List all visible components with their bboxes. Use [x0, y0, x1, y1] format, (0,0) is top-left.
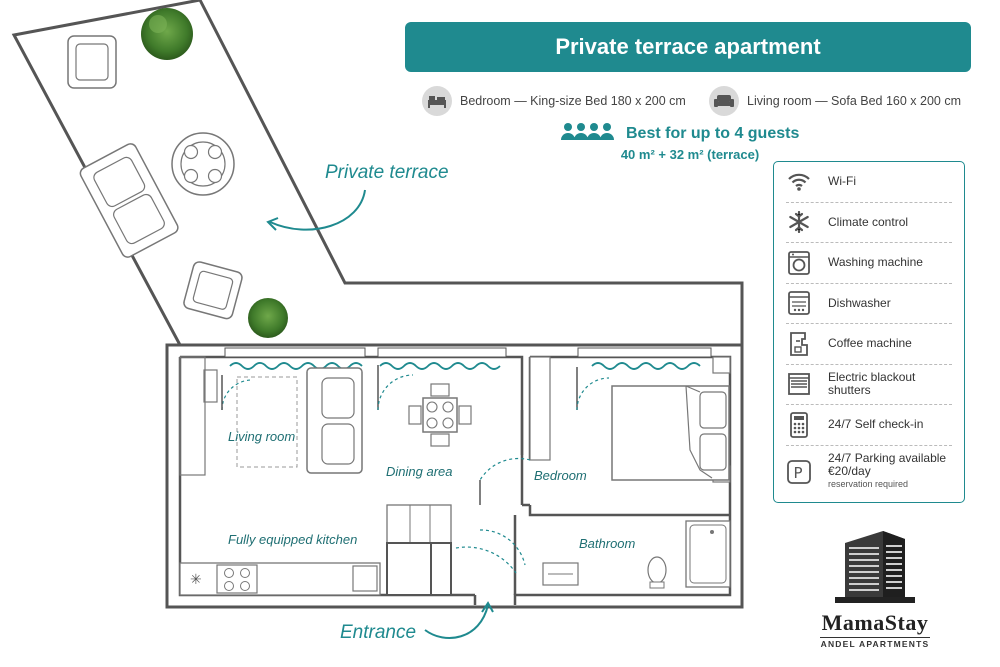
washing-machine-icon [786, 250, 812, 276]
area-text: 40 m² + 32 m² (terrace) [620, 147, 760, 162]
bedroom-bed-text: Bedroom — King-size Bed 180 x 200 cm [460, 94, 686, 108]
terrace-armchair [67, 35, 117, 89]
title-banner: Private terrace apartment [405, 22, 971, 72]
living-bed-info: Living room — Sofa Bed 160 x 200 cm [709, 86, 961, 116]
amenities-panel: Wi-Fi Climate control Washing machine Di… [773, 161, 965, 503]
sofa-icon [709, 86, 739, 116]
amenity-checkin: 24/7 Self check-in [786, 405, 952, 446]
terrace-sofa [79, 143, 179, 258]
living-room-label: Living room [228, 429, 296, 444]
kitchen-label: Fully equipped kitchen [228, 532, 358, 547]
amenity-label: 24/7 Self check-in [828, 417, 924, 432]
living-sofa [306, 367, 363, 474]
plant-top [141, 8, 193, 60]
people-icon [560, 122, 616, 145]
snowflake-icon [786, 209, 812, 235]
bathroom-fixtures [542, 520, 731, 589]
bedroom-label: Bedroom [534, 468, 587, 483]
amenity-label: Dishwasher [828, 295, 891, 310]
terrace-label: Private terrace [325, 162, 449, 183]
logo-name: MamaStay [821, 610, 929, 635]
logo-subtitle: ANDEL APARTMENTS [820, 637, 930, 649]
amenity-label: Coffee machine [828, 336, 912, 351]
keypad-icon [786, 411, 812, 438]
bedroom-bed-info: Bedroom — King-size Bed 180 x 200 cm [422, 86, 686, 116]
amenity-coffee: Coffee machine [786, 324, 952, 365]
parking-icon: P [786, 459, 812, 485]
dining-table-set [408, 383, 472, 447]
dining-area-label: Dining area [386, 464, 453, 479]
amenity-dishwasher: Dishwasher [786, 284, 952, 324]
entrance-arrow [424, 604, 489, 639]
page-title: Private terrace apartment [555, 34, 821, 59]
terrace-armchair-2 [183, 261, 243, 320]
windows [224, 347, 712, 370]
bed-icon [422, 86, 452, 116]
svg-text:✳: ✳ [190, 572, 202, 588]
amenity-climate: Climate control [786, 203, 952, 243]
apartment-outer-wall [165, 343, 744, 609]
amenity-label: 24/7 Parking available €20/day [828, 451, 947, 478]
terrace-table-set [171, 132, 235, 196]
mamastay-logo: MamaStay ANDEL APARTMENTS [812, 525, 938, 649]
wifi-icon [786, 169, 812, 195]
amenity-parking: P 24/7 Parking available €20/day reserva… [786, 446, 952, 498]
building-icon [835, 531, 915, 603]
entrance-label: Entrance [340, 622, 417, 643]
amenity-washing: Washing machine [786, 243, 952, 284]
amenity-wifi: Wi-Fi [786, 162, 952, 203]
guest-info: Best for up to 4 guests 40 m² + 32 m² (t… [560, 122, 820, 162]
parking-note: reservation required [828, 479, 909, 489]
dishwasher-icon [786, 290, 812, 316]
living-bed-text: Living room — Sofa Bed 160 x 200 cm [747, 94, 962, 108]
svg-text:P: P [794, 464, 803, 482]
amenity-label: Climate control [828, 214, 909, 229]
kitchen-counter: ✳ [179, 562, 381, 596]
amenity-label: Wi-Fi [828, 174, 856, 189]
shutters-icon [786, 371, 812, 397]
amenity-label: Electric blackout shutters [828, 370, 916, 398]
plant-bottom [248, 298, 288, 338]
bedroom-bed [611, 385, 730, 481]
amenity-label: Washing machine [828, 255, 923, 270]
guests-text: Best for up to 4 guests [626, 124, 800, 142]
bathroom-label: Bathroom [579, 536, 636, 551]
coffee-machine-icon [786, 331, 812, 357]
amenity-shutters: Electric blackout shutters [786, 365, 952, 405]
terrace-arrow [269, 189, 366, 231]
